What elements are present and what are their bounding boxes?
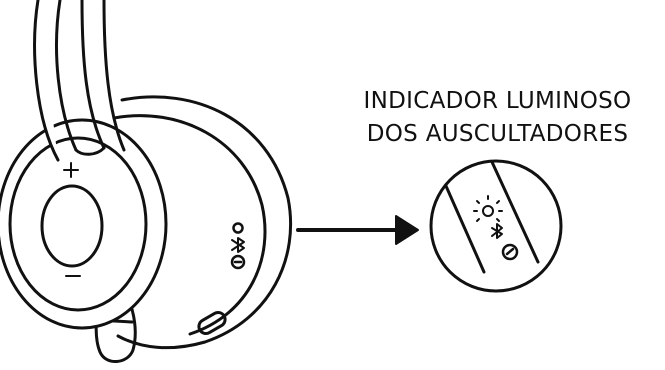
callout-label-line-1: INDICADOR LUMINOSO	[363, 88, 632, 114]
earcup-face	[0, 118, 168, 330]
power-button-icon	[230, 254, 246, 270]
indicator-detail	[429, 159, 563, 293]
headset-illustration	[0, 0, 293, 363]
earcup-rim	[112, 114, 267, 336]
earcup-shell	[116, 95, 293, 350]
bluetooth-icon	[231, 237, 245, 253]
headband	[33, 0, 126, 162]
bluetooth-icon	[491, 223, 503, 239]
status-light-icon	[232, 222, 244, 234]
multifunction-button	[40, 184, 104, 268]
side-controls	[230, 222, 246, 270]
earcup-face-inner	[8, 136, 148, 312]
arrow-icon	[296, 215, 419, 245]
charging-port	[197, 311, 227, 335]
volume-up-icon	[63, 162, 79, 178]
power-button-icon	[501, 243, 519, 261]
status-light-icon	[473, 195, 503, 222]
callout-label-line-2: DOS AUSCULTADORES	[366, 121, 629, 147]
